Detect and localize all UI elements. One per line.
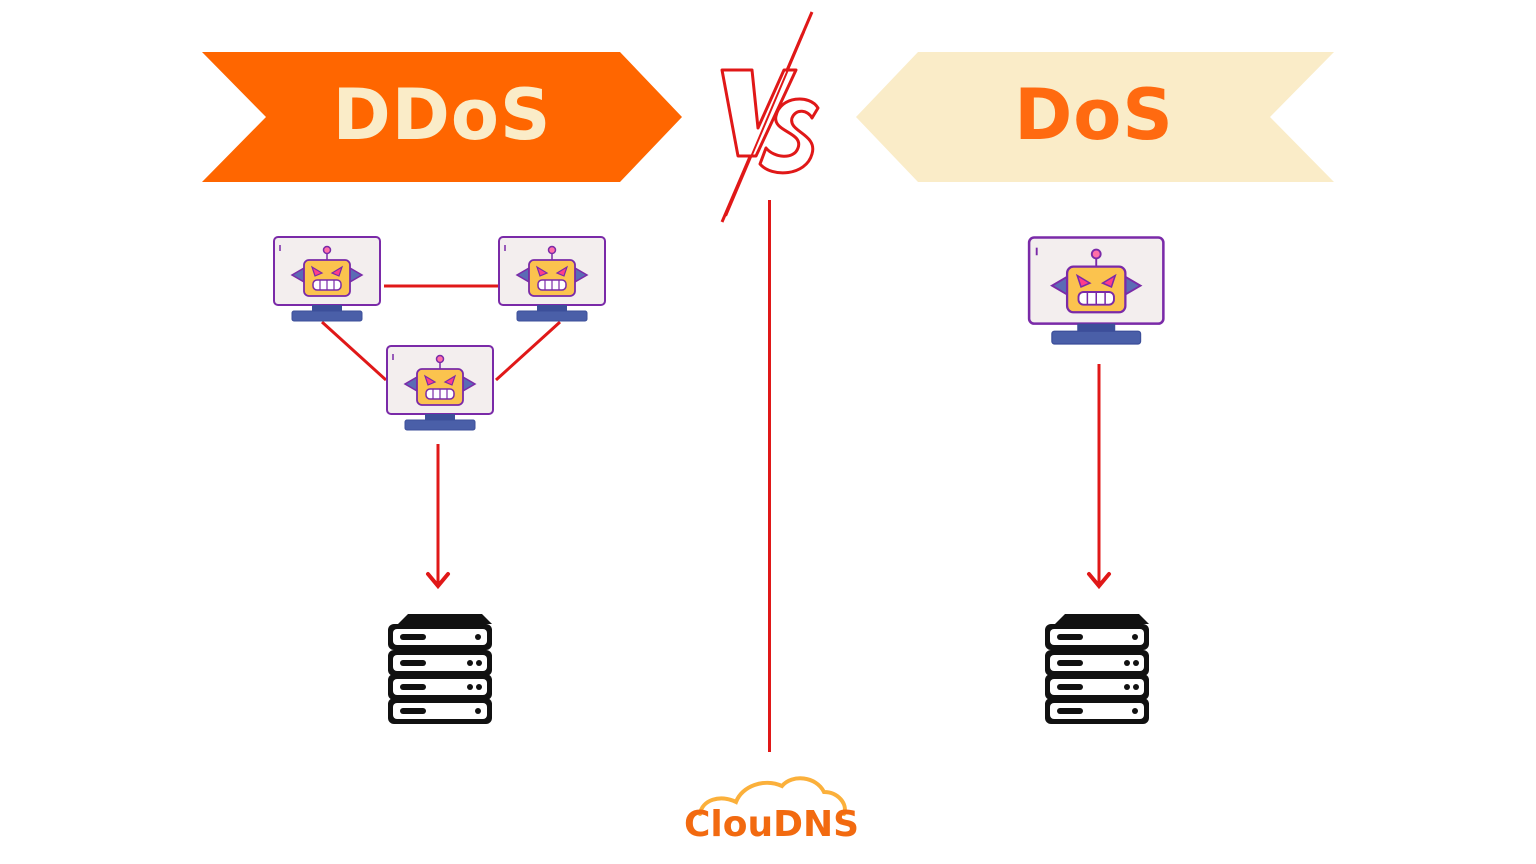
ddos-banner-shape <box>202 52 682 182</box>
cloudns-logo: ClouDNS <box>680 772 860 852</box>
ddos-title: DDoS <box>332 74 552 156</box>
bot-computer-top-right <box>497 235 609 325</box>
center-divider <box>768 200 771 752</box>
dos-banner: DoS <box>854 52 1336 182</box>
angry-robot-monitor-icon <box>386 345 494 431</box>
server-stack-icon <box>1045 614 1149 724</box>
dos-banner-shape <box>856 52 1334 182</box>
angry-robot-monitor-icon <box>273 236 381 322</box>
bot-computer-single <box>1026 235 1169 349</box>
dos-title: DoS <box>1014 74 1174 156</box>
logo-text: ClouDNS <box>684 804 860 845</box>
dos-target-server <box>1043 612 1151 726</box>
versus-icon <box>720 11 820 223</box>
ddos-banner: DDoS <box>202 52 684 182</box>
bot-computer-bottom-center <box>385 344 497 434</box>
bot-computer-top-left <box>272 235 384 325</box>
cloud-icon <box>698 776 847 816</box>
ddos-target-server <box>386 612 494 726</box>
versus-emblem <box>700 8 830 228</box>
angry-robot-monitor-icon <box>498 236 606 322</box>
server-stack-icon <box>388 614 492 724</box>
angry-robot-monitor-icon <box>1027 236 1165 346</box>
